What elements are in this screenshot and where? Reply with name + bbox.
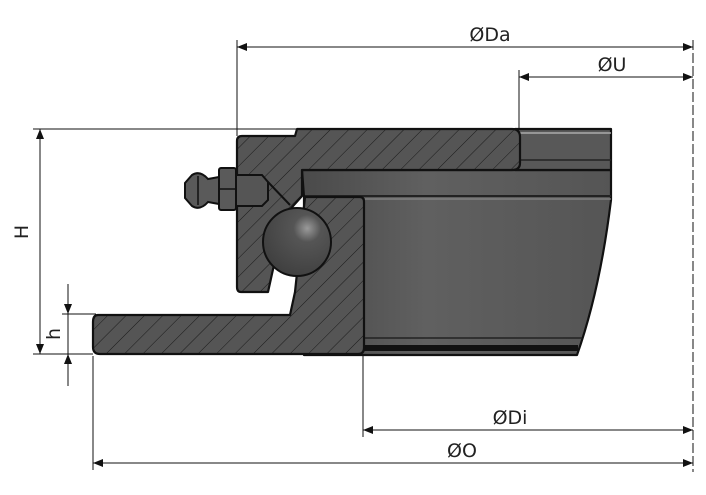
ball bbox=[262, 207, 332, 277]
dimension-h: h bbox=[43, 284, 72, 386]
dimension-Di: ØDi bbox=[363, 407, 693, 434]
label-Di: ØDi bbox=[493, 407, 528, 429]
inner-ring bbox=[91, 195, 366, 356]
dimension-U: ØU bbox=[519, 54, 693, 81]
top-band bbox=[513, 127, 613, 172]
dimension-O: ØO bbox=[93, 440, 693, 467]
inner-body bbox=[300, 168, 613, 357]
extension-lines bbox=[33, 40, 694, 472]
label-h: h bbox=[43, 328, 65, 340]
dimension-Da: ØDa bbox=[237, 24, 693, 51]
label-O: ØO bbox=[447, 440, 477, 462]
label-H: H bbox=[11, 225, 33, 239]
grease-nipple-icon bbox=[184, 167, 291, 211]
outer-ring bbox=[235, 127, 522, 294]
label-U: ØU bbox=[598, 54, 627, 76]
label-Da: ØDa bbox=[469, 24, 510, 46]
dimension-H: H bbox=[11, 129, 44, 354]
